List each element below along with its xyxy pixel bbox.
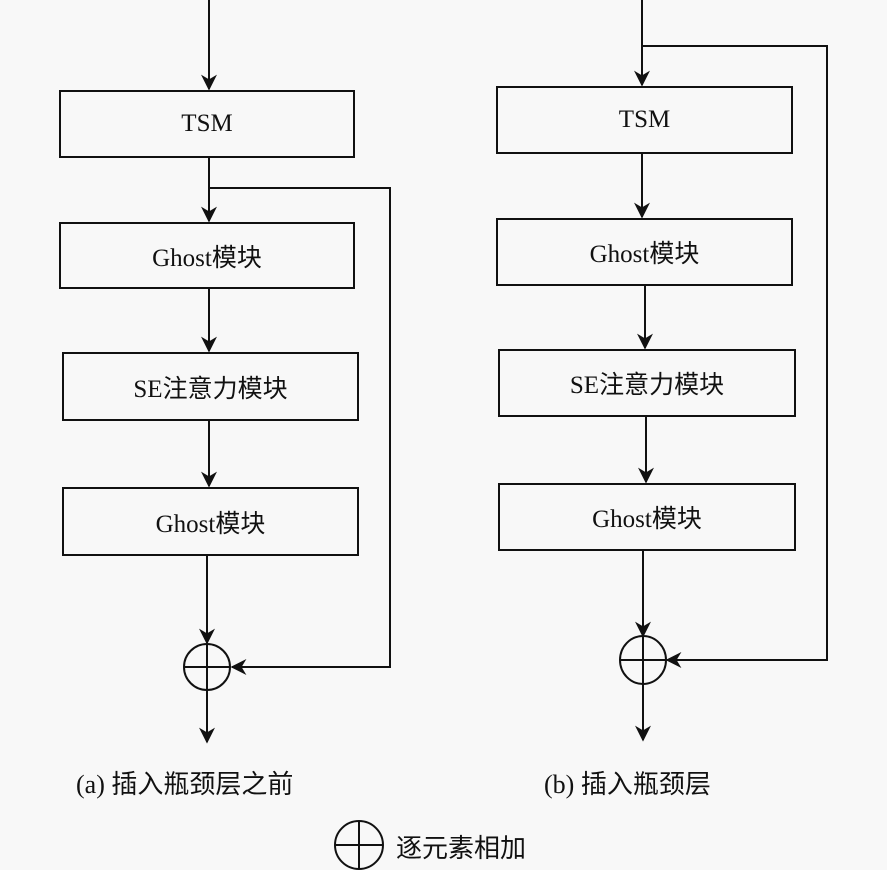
legend-label: 逐元素相加 bbox=[396, 834, 527, 863]
block-ghost1-left: Ghost模块 bbox=[59, 222, 355, 289]
block-ghost2-left: Ghost模块 bbox=[62, 487, 359, 556]
block-label: Ghost模块 bbox=[589, 241, 700, 268]
sum-node-right bbox=[619, 635, 667, 685]
skip-connection-left bbox=[209, 187, 391, 675]
block-label: Ghost模块 bbox=[155, 510, 266, 538]
block-ghost1-right: Ghost模块 bbox=[496, 218, 793, 286]
element-wise-add-icon bbox=[334, 820, 384, 870]
caption-right: (b) 插入瓶颈层 bbox=[544, 770, 711, 799]
block-label: SE注意力模块 bbox=[569, 372, 725, 399]
block-label: TSM bbox=[618, 106, 671, 133]
block-tsm-right: TSM bbox=[496, 86, 793, 154]
block-label: SE注意力模块 bbox=[133, 375, 288, 403]
block-tsm-left: TSM bbox=[59, 90, 355, 158]
sum-node-left bbox=[183, 643, 231, 691]
caption-left: (a) 插入瓶颈层之前 bbox=[76, 770, 294, 799]
block-ghost2-right: Ghost模块 bbox=[498, 483, 796, 551]
block-se-left: SE注意力模块 bbox=[62, 352, 359, 421]
block-label: Ghost模块 bbox=[592, 506, 702, 533]
block-label: TSM bbox=[181, 110, 233, 137]
block-label: Ghost模块 bbox=[152, 244, 262, 272]
block-se-right: SE注意力模块 bbox=[498, 349, 796, 417]
skip-connection-right bbox=[642, 45, 828, 668]
